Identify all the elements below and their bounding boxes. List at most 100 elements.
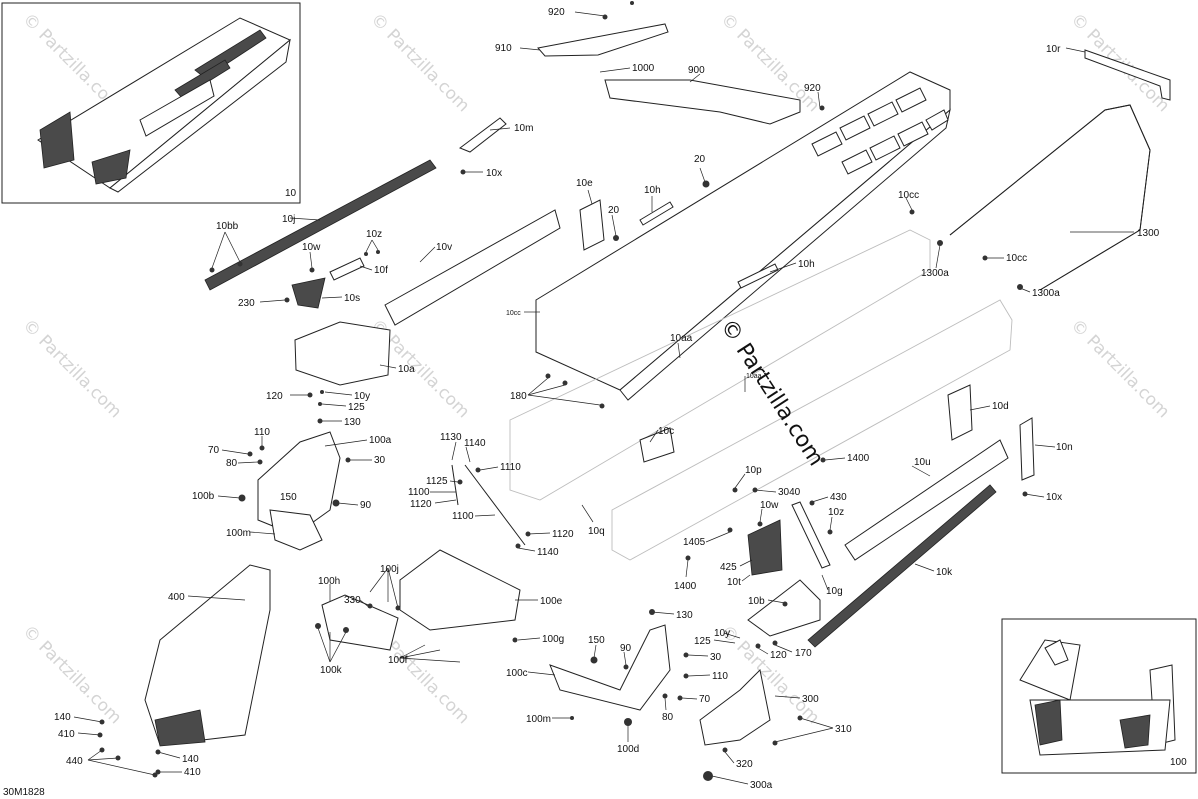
callout-label: 1400 [847, 453, 870, 464]
callout-label: 10z [828, 507, 844, 518]
callout-label: 130 [676, 610, 693, 621]
callout-label: 430 [830, 492, 847, 503]
callout-label: 80 [662, 712, 674, 723]
callout-label: 1120 [552, 529, 574, 540]
callout-label: 140 [182, 754, 199, 765]
part-10f [329, 257, 365, 281]
callout-label: 10d [992, 401, 1009, 412]
callout-label: 10k [936, 567, 953, 578]
callout-label: 400 [168, 592, 185, 603]
callout-label: 100a [369, 435, 392, 446]
part-10g [791, 501, 831, 569]
callout-label: 410 [58, 729, 75, 740]
watermark: © Partzilla.com [18, 621, 125, 728]
part-100h [321, 594, 399, 651]
callout-label: 920 [548, 7, 565, 18]
callout-label: 170 [795, 648, 812, 659]
part-10a [294, 321, 391, 386]
callout-label: 10x [486, 168, 502, 179]
part-300 [699, 668, 771, 746]
part-10n [1019, 417, 1035, 481]
callout-label: 10q [588, 526, 605, 537]
callouts: 920 910 1000 900 920 10m 10x 20 10e 10h … [54, 7, 1160, 791]
parts-drawing [144, 23, 1171, 747]
callout-label: 100g [542, 634, 564, 645]
callout-label: 1125 [426, 476, 448, 487]
callout-label: 100f [388, 655, 408, 666]
callout-label: 10y [354, 391, 370, 402]
callout-label: 10g [826, 586, 843, 597]
callout-label: 70 [208, 445, 220, 456]
callout-label: 910 [495, 43, 512, 54]
callout-label: 10cc [898, 190, 919, 201]
callout-label: 10a [398, 364, 415, 375]
part-10k [807, 484, 997, 648]
callout-label: 10x [1046, 492, 1062, 503]
callout-label: 10t [727, 577, 741, 588]
inset-frame-top-left [1, 2, 301, 204]
part-900 [604, 79, 801, 125]
part-10h [639, 201, 674, 226]
diagram-code: 30M1828 [3, 787, 45, 798]
callout-label: 300 [802, 694, 819, 705]
callout-label: 10z [366, 229, 382, 240]
callout-label: 10f [374, 265, 388, 276]
callout-label: 110 [712, 671, 728, 682]
callout-label: 1120 [410, 499, 432, 510]
part-100a [257, 431, 341, 536]
ghost-side-panel-right [611, 299, 1013, 561]
callout-label: 140 [54, 712, 71, 723]
callout-label: 100m [526, 714, 551, 725]
callout-label: 30 [374, 455, 386, 466]
callout-label: 10w [302, 242, 321, 253]
callout-label: 100h [318, 576, 340, 587]
callout-label: 425 [720, 562, 737, 573]
callout-label: 120 [770, 650, 787, 661]
part-10d [947, 384, 973, 441]
callout-label: 130 [344, 417, 361, 428]
callout-label: 100j [380, 564, 399, 575]
watermark: © Partzilla.com [1066, 315, 1173, 422]
callout-label: 10y [714, 628, 730, 639]
part-1300 [949, 104, 1151, 291]
callout-label: 410 [184, 767, 201, 778]
callout-label: 10b [748, 596, 765, 607]
part-910 [537, 23, 669, 57]
callout-label: 150 [280, 492, 297, 503]
part-400 [144, 564, 271, 746]
callout-label: 10aa [746, 373, 762, 380]
callout-label: 320 [736, 759, 753, 770]
callout-label: 1405 [683, 537, 706, 548]
callout-label: 20 [608, 205, 620, 216]
callout-label: 10cc [1006, 253, 1027, 264]
watermark: © Partzilla.com [18, 315, 125, 422]
part-10e [579, 199, 605, 251]
callout-label: 1300a [1032, 288, 1060, 299]
callout-label: 10r [1046, 44, 1061, 55]
ghost-side-panel-left [509, 229, 931, 501]
callout-label: 1300a [921, 268, 949, 279]
callout-label: 300a [750, 780, 773, 791]
callout-label: 180 [510, 391, 527, 402]
callout-label: 100m [226, 528, 251, 539]
callout-label: 920 [804, 83, 821, 94]
part-1100 [464, 464, 526, 546]
callout-label: 10p [745, 465, 762, 476]
callout-label: 100k [320, 665, 343, 676]
part-100e [399, 549, 521, 631]
inset-tunnel-drawing [37, 17, 291, 193]
callout-label: 125 [694, 636, 711, 647]
part-10t [747, 519, 783, 576]
tunnel-vents [811, 87, 949, 175]
callout-label: 150 [588, 635, 605, 646]
callout-label: 120 [266, 391, 283, 402]
callout-label: 1000 [632, 63, 655, 74]
callout-label: 90 [360, 500, 372, 511]
callout-label: 230 [238, 298, 255, 309]
callout-label: 110 [254, 427, 270, 438]
callout-label: 10w [760, 500, 779, 511]
callout-label: 10cc [506, 310, 521, 317]
callout-label: 125 [348, 402, 365, 413]
center-watermark: © Partzilla.com [715, 315, 828, 471]
